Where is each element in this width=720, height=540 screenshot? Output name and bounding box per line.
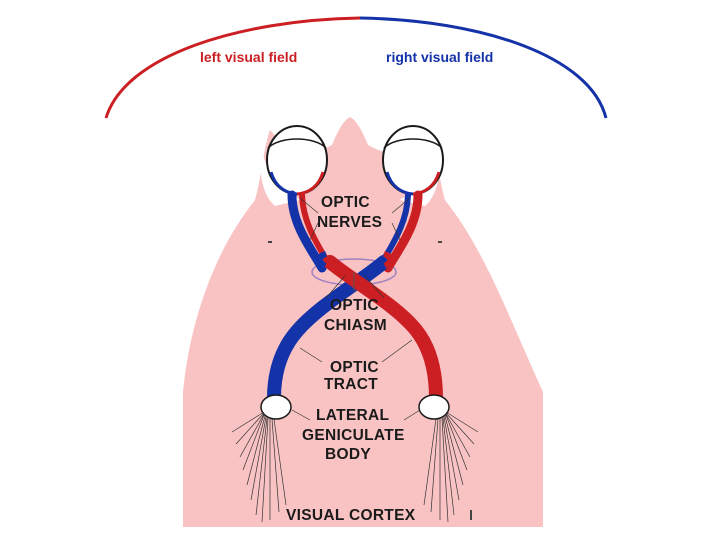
lateral-geniculate-label-line3: BODY (325, 446, 371, 463)
red-optic-tract (323, 255, 443, 405)
right-lateral-geniculate (418, 394, 450, 420)
left-eye (266, 125, 328, 196)
optic-chiasm-label-line2: CHIASM (324, 317, 387, 334)
optic-tract-label-line2: TRACT (324, 376, 378, 393)
optic-nerves-label-line2: NERVES (317, 214, 382, 231)
optic-chiasm-label-line1: OPTIC (330, 297, 379, 314)
optic-nerves-label-line1: OPTIC (321, 194, 370, 211)
right-visual-field-label: right visual field (386, 49, 493, 65)
pointer-lines (291, 197, 421, 421)
brain-shape (183, 117, 543, 527)
optic-tract-label-line1: OPTIC (330, 359, 379, 376)
visual-cortex-label: VISUAL CORTEX (286, 507, 416, 524)
lateral-geniculate-label-line2: GENICULATE (302, 427, 405, 444)
left-optic-radiation (231, 411, 287, 523)
left-visual-field-label: left visual field (200, 49, 297, 65)
right-visual-field-arc (359, 16, 608, 119)
left-visual-field-arc (104, 16, 361, 119)
right-eye (382, 125, 444, 196)
lateral-geniculate-label-line1: LATERAL (316, 407, 389, 424)
left-lateral-geniculate (260, 394, 292, 420)
right-optic-radiation (423, 411, 479, 523)
brain-notch (260, 150, 300, 206)
